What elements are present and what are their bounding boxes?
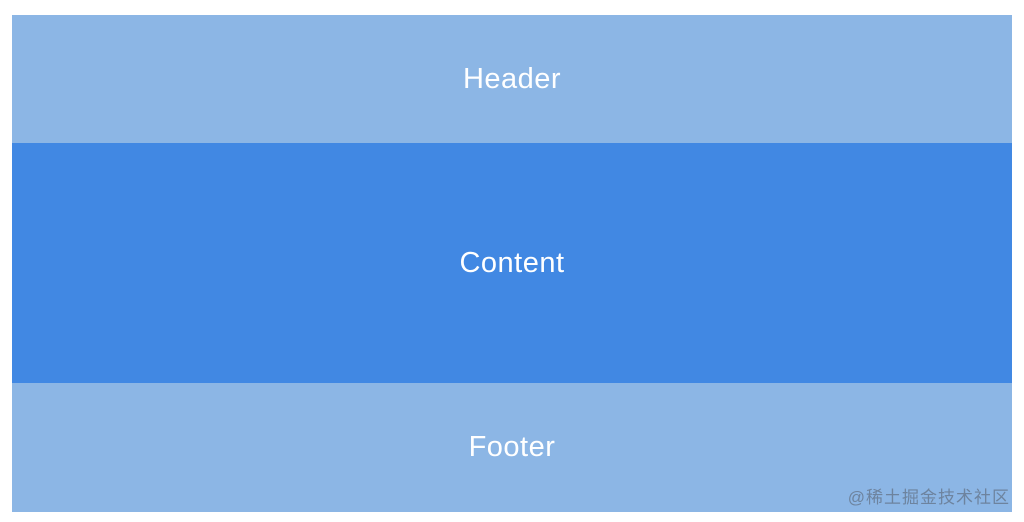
footer-band: Footer <box>12 383 1012 512</box>
header-band: Header <box>12 15 1012 143</box>
layout-stack: Header Content Footer <box>12 15 1012 512</box>
content-band: Content <box>12 143 1012 383</box>
header-label: Header <box>462 62 562 95</box>
footer-label: Footer <box>468 431 556 463</box>
content-label: Content <box>459 246 565 279</box>
